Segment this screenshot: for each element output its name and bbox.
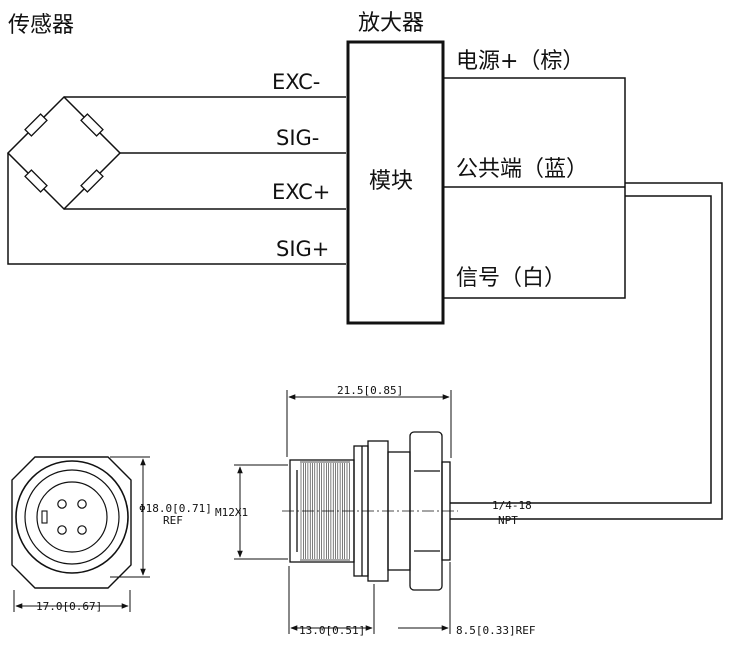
face-dimension-lines	[13, 456, 150, 612]
dim-body-length: 13.0[0.51]	[299, 624, 365, 637]
bridge-resistors	[24, 113, 104, 193]
dim-hex-length: 8.5[0.33]REF	[456, 624, 535, 637]
label-sig-plus: SIG+	[276, 237, 329, 261]
output-signal-label: 信号（白）	[456, 266, 566, 291]
connector-face	[11, 456, 132, 589]
side-dimension-lines	[234, 390, 452, 634]
output-common-label: 公共端（蓝）	[456, 157, 588, 182]
dim-diameter: Φ18.0[0.71]	[139, 502, 212, 515]
dim-diameter-ref: REF	[163, 514, 183, 527]
amplifier-title: 放大器	[358, 11, 424, 36]
thread-hatch	[300, 461, 350, 561]
dim-npt-size: 1/4-18	[492, 499, 532, 512]
output-wires	[443, 77, 723, 520]
label-sig-minus: SIG-	[276, 126, 319, 150]
label-exc-plus: EXC+	[272, 180, 330, 204]
dim-npt-label: NPT	[498, 514, 518, 527]
sensor-title: 传感器	[8, 13, 74, 38]
module-label: 模块	[369, 169, 413, 194]
amplifier-module-box	[346, 40, 445, 325]
dim-overall-length: 21.5[0.85]	[337, 384, 403, 397]
dim-face-width: 17.0[0.67]	[36, 600, 102, 613]
label-exc-minus: EXC-	[272, 70, 320, 94]
sensor-bridge	[6, 95, 346, 265]
dim-thread: M12X1	[215, 506, 248, 519]
output-power-label: 电源+（棕）	[456, 49, 584, 74]
